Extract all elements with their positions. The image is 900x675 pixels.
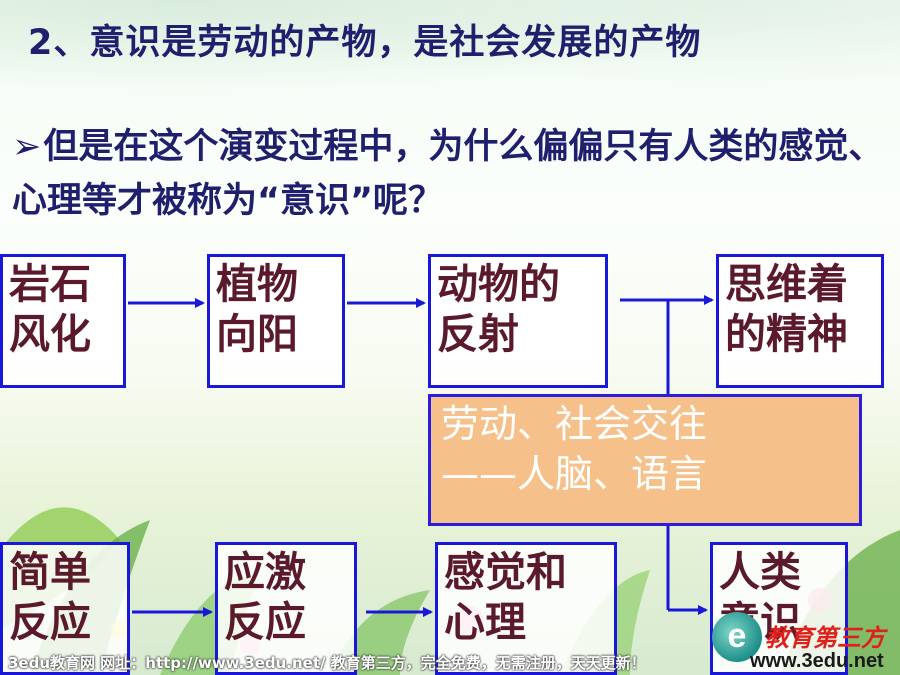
box-line: 人类 xyxy=(719,548,801,596)
box-line: 思维着 xyxy=(725,260,848,308)
box-line: 反射 xyxy=(437,310,519,358)
box-line: 动物的 xyxy=(437,260,560,308)
box-line: 风化 xyxy=(9,310,91,358)
box-line: 反应 xyxy=(224,598,306,646)
flow-box-rock-weathering: 岩石 风化 xyxy=(0,254,126,388)
3edu-logo-icon: e xyxy=(712,612,762,662)
background-decoration-top xyxy=(0,0,900,110)
flow-box-simple-reaction: 简单 反应 xyxy=(0,542,130,675)
box-line: 应激 xyxy=(224,548,306,596)
box-line: 心理 xyxy=(444,598,526,646)
box-line: 岩石 xyxy=(9,260,91,308)
footer-watermark-text: 3edu教育网 网址：http://www.3edu.net/ 教育第三方，完全… xyxy=(8,654,646,672)
slide-title: 2、意识是劳动的产物，是社会发展的产物 xyxy=(28,23,702,63)
footer-bar: 3edu教育网 网址：http://www.3edu.net/ 教育第三方，完全… xyxy=(0,648,900,675)
box-line: ——人脑、语言 xyxy=(441,452,708,496)
box-line: 感觉和 xyxy=(444,548,567,596)
question-text: ➢但是在这个演变过程中，为什么偏偏只有人类的感觉、心理等才被称为“意识”呢？ xyxy=(12,120,892,228)
flow-box-sensation-psychology: 感觉和 心理 xyxy=(435,542,617,675)
box-line: 的精神 xyxy=(725,310,848,358)
flow-box-stress-reaction: 应激 反应 xyxy=(215,542,357,675)
arrow-bullet-icon: ➢ xyxy=(12,127,42,167)
brand-text: 教育第三方 xyxy=(765,623,885,652)
footer-site-link[interactable]: www.3edu.net xyxy=(750,650,884,672)
box-line: 反应 xyxy=(9,598,91,646)
box-line: 劳动、社会交往 xyxy=(441,402,708,446)
flow-box-plant-phototropism: 植物 向阳 xyxy=(207,254,345,388)
flow-box-animal-reflex: 动物的 反射 xyxy=(428,254,608,388)
box-line: 简单 xyxy=(9,548,91,596)
box-line: 植物 xyxy=(216,260,298,308)
labor-society-box: 劳动、社会交往 ——人脑、语言 xyxy=(428,394,862,526)
box-line: 向阳 xyxy=(216,310,298,358)
flow-box-thinking-spirit: 思维着 的精神 xyxy=(716,254,884,388)
question-body: 但是在这个演变过程中，为什么偏偏只有人类的感觉、心理等才被称为“意识”呢？ xyxy=(12,127,884,221)
